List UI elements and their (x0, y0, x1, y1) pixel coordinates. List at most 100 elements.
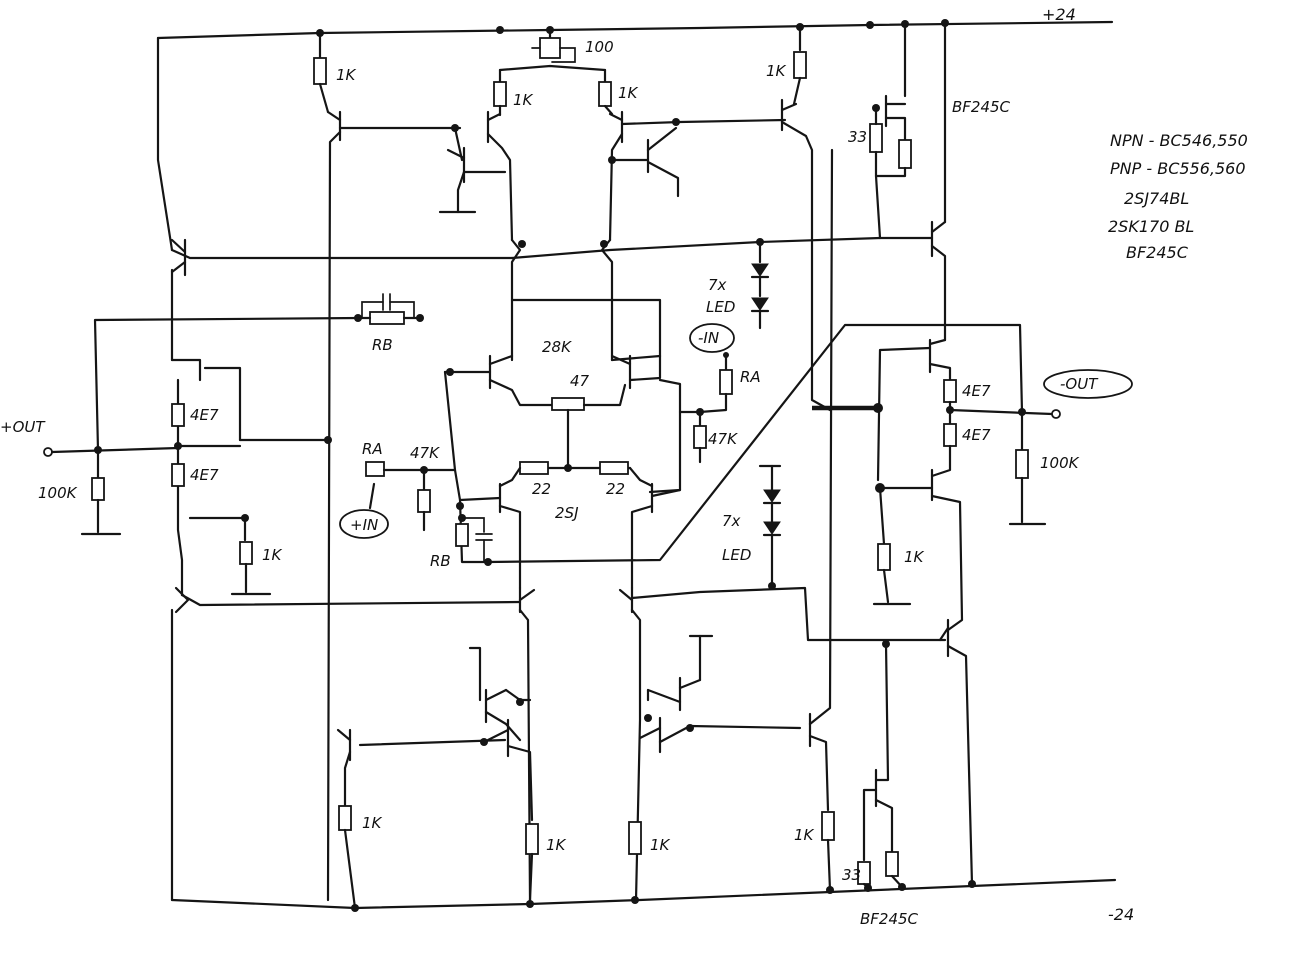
note-jfet-cs: BF245C (1126, 243, 1189, 262)
jfet-pair (458, 461, 682, 590)
top-left-mirror (313, 31, 462, 902)
resistor-47k-pos (417, 489, 431, 513)
resistor-1k-bottom-b (525, 823, 539, 855)
led-string-bottom (758, 464, 782, 590)
resistor-1k-top-d (793, 51, 807, 79)
resistor-33-top (869, 123, 883, 153)
feedback-rb-top (354, 293, 424, 325)
note-jfet-n: 2SK170 BL (1108, 217, 1194, 236)
resistor-4e7-upper (171, 403, 185, 427)
parts-note: NPN - BC546,550 PNP - BC556,560 2SJ74BL … (1108, 131, 1248, 262)
resistor-ra-neg (719, 369, 733, 395)
resistor-rb-top (369, 311, 405, 325)
resistor-1k-bottom-d (821, 811, 835, 841)
led-string-top (750, 240, 770, 330)
label-100k-right: 100K (1040, 454, 1080, 472)
diagonal-feedback (486, 323, 1024, 564)
resistor-1k-left (239, 541, 253, 565)
label-trim-100: 100 (585, 38, 614, 56)
label-1k-top-a: 1K (336, 66, 357, 84)
resistor-22-right (599, 461, 629, 475)
resistor-rb-pos (455, 523, 469, 547)
resistor-1k-right (877, 543, 891, 571)
left-bias-transistor (170, 238, 187, 277)
label-rb-top: RB (372, 336, 393, 354)
label-28k: 28K (542, 338, 572, 356)
resistor-1k-bottom-a (338, 805, 352, 831)
label-1k-left: 1K (262, 546, 283, 564)
label-1k-top-d: 1K (766, 62, 787, 80)
label-1k-right: 1K (904, 548, 925, 566)
label-47k-neg: 47K (708, 430, 738, 448)
top-mirror-right-pair (598, 68, 787, 242)
label-1k-bottom-a: 1K (362, 814, 383, 832)
resistor-4e7-right-b (943, 423, 957, 447)
label-led-count-bottom: 7x (722, 512, 741, 530)
bf245c-bottom (857, 640, 904, 890)
resistor-1k-bottom-c (628, 821, 642, 855)
top-right-mirror (780, 25, 832, 412)
label-1k-bottom-b: 1K (546, 836, 567, 854)
label-47k-pos: 47K (410, 444, 440, 462)
top-mirror-left-pair (438, 68, 514, 242)
resistor-1k-top-c (598, 81, 612, 107)
label-33-bottom: 33 (842, 866, 861, 884)
note-pnp: PNP - BC556,560 (1110, 159, 1246, 178)
label-4e7-right-b: 4E7 (962, 426, 991, 444)
label-bf245c-bottom: BF245C (860, 910, 919, 928)
label-led-word-bottom: LED (722, 546, 751, 564)
cascode-row (510, 238, 764, 362)
upper-diff-pair (443, 298, 682, 494)
label-led-word-top: LED (706, 298, 735, 316)
resistor-47k-neg (693, 425, 707, 449)
label-jfet-pair: 2SJ (555, 504, 579, 522)
lower-bias-line (174, 586, 947, 902)
lower-right-mirror (628, 148, 835, 892)
lower-left-mirror (336, 646, 539, 910)
resistor-47 (551, 397, 585, 411)
bf245c-top (869, 22, 912, 240)
label-22-left: 22 (532, 480, 551, 498)
label-led-count-top: 7x (708, 276, 727, 294)
label-rb-pos: RB (430, 552, 451, 570)
label-bf245c-top: BF245C (952, 98, 1011, 116)
resistor-4e7-lower (171, 463, 185, 487)
positive-rail (156, 19, 1114, 40)
resistor-4e7-right-a (943, 379, 957, 403)
label-1k-bottom-c: 1K (650, 836, 671, 854)
neg-out-label: -OUT (1060, 375, 1099, 393)
negative-rail-label: -24 (1108, 905, 1134, 924)
label-22-right: 22 (606, 480, 625, 498)
label-neg-in: -IN (698, 329, 719, 347)
label-100k-left: 100K (38, 484, 78, 502)
trim-pot-100 (498, 28, 607, 72)
resistor-bf-top-b (898, 139, 912, 169)
label-ra-neg: RA (740, 368, 761, 386)
note-jfet-p: 2SJ74BL (1124, 189, 1189, 208)
resistor-ra-pos (365, 461, 385, 477)
resistor-bf-bottom-b (885, 851, 899, 877)
label-4e7-b: 4E7 (190, 466, 219, 484)
label-1k-top-b: 1K (513, 91, 534, 109)
label-ra-pos: RA (362, 440, 383, 458)
right-top-output-transistor (878, 21, 947, 342)
label-1k-bottom-d: 1K (794, 826, 815, 844)
label-pos-in: +IN (350, 516, 378, 534)
resistor-100k-right (1015, 449, 1029, 479)
pos-out-terminal (43, 316, 362, 536)
left-supply-wires (156, 36, 882, 902)
positive-rail-label: +24 (1042, 5, 1076, 24)
resistor-100k-left (91, 477, 105, 501)
resistor-1k-top-a (313, 57, 327, 85)
neg-in-network (678, 323, 735, 464)
negative-rail (170, 878, 1117, 912)
label-33-top: 33 (848, 128, 867, 146)
resistor-1k-top-b (493, 81, 507, 107)
label-47: 47 (570, 372, 590, 390)
neg-out-circle (1043, 369, 1133, 399)
right-output-stage (812, 338, 1061, 886)
note-npn: NPN - BC546,550 (1110, 131, 1248, 150)
left-output-stage (170, 358, 272, 597)
label-4e7-a: 4E7 (190, 406, 219, 424)
